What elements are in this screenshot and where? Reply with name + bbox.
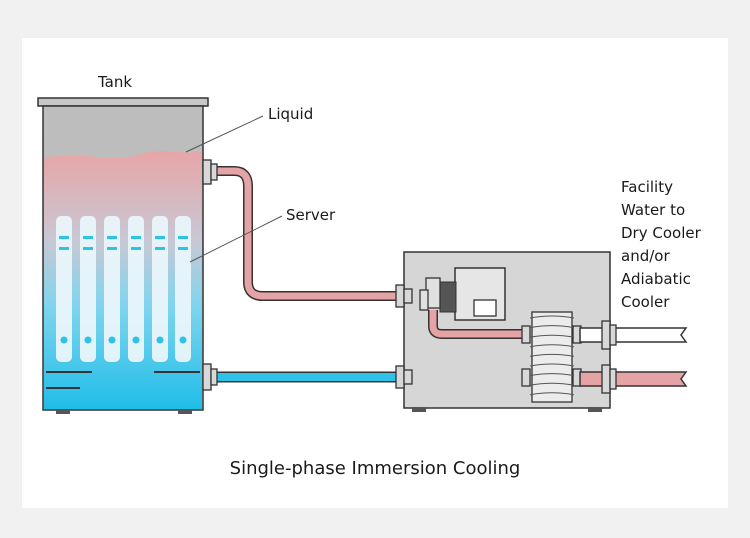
- server-blade: [175, 216, 191, 362]
- server-rack: [56, 216, 191, 362]
- server-blade: [152, 216, 168, 362]
- cdu-unit: [403, 251, 611, 412]
- liquid-label: Liquid: [268, 105, 313, 123]
- facility-label-line: Facility: [621, 178, 673, 196]
- server-label: Server: [286, 206, 336, 224]
- tank-lid: [37, 97, 209, 107]
- hot-return-pipe: [210, 166, 400, 301]
- tank-fitting-top: [202, 159, 218, 185]
- cdu-fitting-hot: [395, 284, 413, 308]
- cdu-fitting-cold: [395, 365, 413, 389]
- facility-supply-pipe: [579, 327, 688, 343]
- pump: [419, 267, 506, 321]
- server-leader-line: [189, 215, 283, 263]
- liquid-leader-line: [185, 115, 264, 153]
- server-blade: [80, 216, 96, 362]
- server-blade: [104, 216, 120, 362]
- facility-label-line: Cooler: [621, 293, 670, 311]
- facility-label-line: Adiabatic: [621, 270, 691, 288]
- server-blade: [128, 216, 144, 362]
- facility-label-line: Dry Cooler: [621, 224, 702, 242]
- tank-foot-left: [56, 409, 70, 414]
- facility-label: Facility Water to Dry Cooler and/or Adia…: [621, 178, 702, 311]
- facility-label-line: Water to: [621, 201, 685, 219]
- tank-foot-right: [178, 409, 192, 414]
- diagram-caption: Single-phase Immersion Cooling: [230, 458, 521, 479]
- server-blade: [56, 216, 72, 362]
- facility-label-line: and/or: [621, 247, 670, 265]
- tank-fitting-bottom: [202, 363, 218, 391]
- heat-exchanger: [521, 311, 582, 403]
- facility-return-pipe: [579, 371, 688, 387]
- tank-label: Tank: [97, 73, 132, 91]
- facility-fitting-top: [601, 320, 617, 350]
- facility-fitting-bottom: [601, 364, 617, 394]
